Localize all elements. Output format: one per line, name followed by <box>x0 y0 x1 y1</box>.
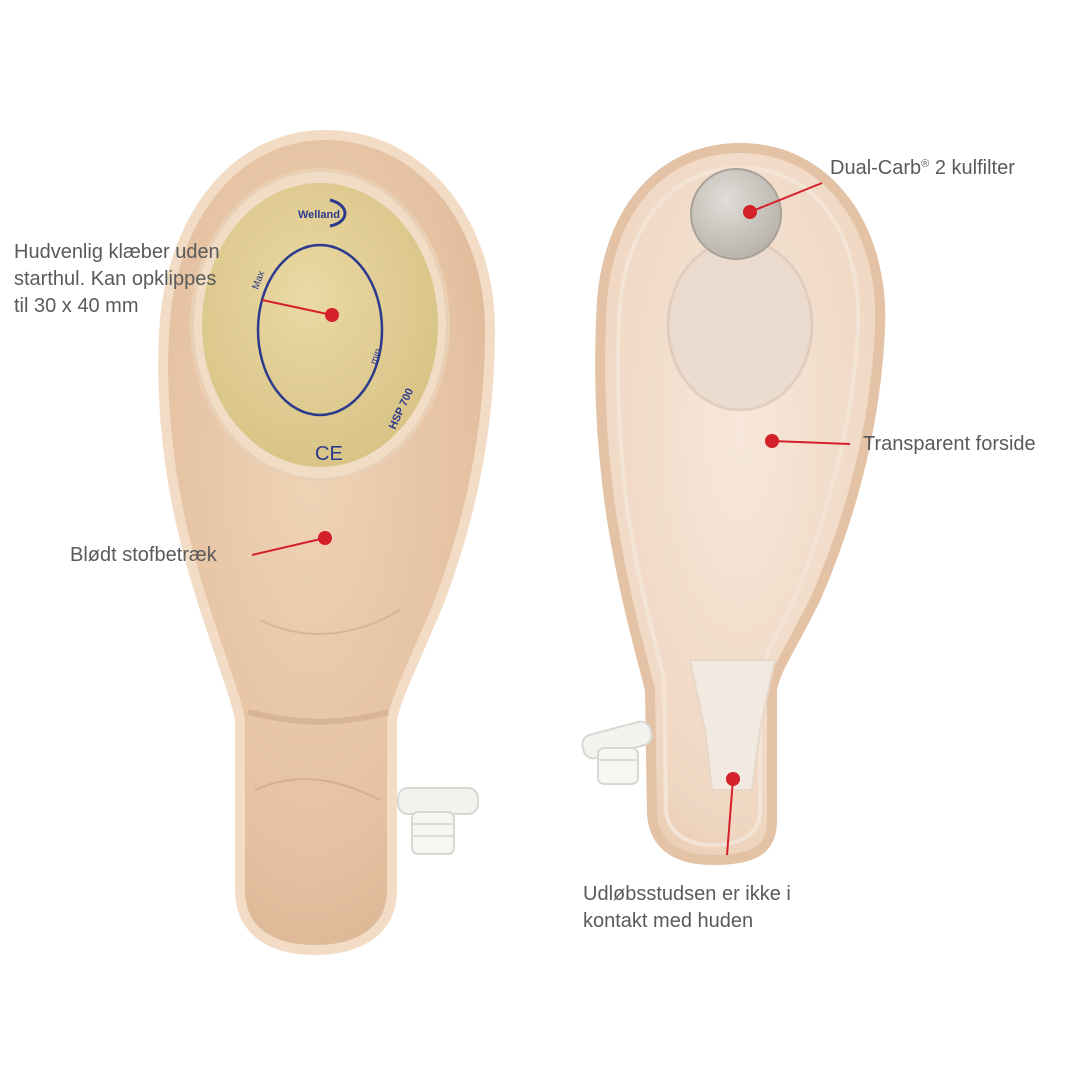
callout-line-front <box>771 440 851 445</box>
adhesive-wafer <box>202 183 438 467</box>
label-filter: Dual-Carb® 2 kulfilter <box>830 151 1015 182</box>
drain-cap-icon <box>581 720 653 785</box>
callout-line-adhesive <box>261 299 333 316</box>
red-dot-icon <box>726 772 740 786</box>
red-dot-icon <box>318 531 332 545</box>
callout-line-fabric <box>251 537 326 556</box>
pouch-back-crease <box>254 778 381 801</box>
pouch-back-fold <box>259 609 401 635</box>
brand-logo-swoosh <box>329 198 347 228</box>
red-dot-icon <box>325 308 339 322</box>
red-dot-icon <box>743 205 757 219</box>
pouch-front-view <box>581 142 886 866</box>
ce-mark: CE <box>315 443 343 465</box>
red-dot-icon <box>765 434 779 448</box>
outlet-spout <box>688 659 777 791</box>
label-fabric: Blødt stofbetræk <box>70 544 217 566</box>
annotations <box>251 182 851 856</box>
label-adhesive: Hudvenlig klæber uden starthul. Kan opkl… <box>14 241 220 317</box>
label-filter-reg: ® <box>921 158 930 170</box>
pouch-front-inner <box>616 165 861 848</box>
label-front: Transparent forside <box>863 433 1036 455</box>
drain-cap-icon <box>397 787 479 855</box>
charcoal-filter-disc <box>690 168 782 260</box>
label-outlet: Udløbsstudsen er ikke i kontakt med hude… <box>583 883 791 932</box>
brand-logo-text: Welland <box>298 209 340 221</box>
cutting-guide-ring <box>256 243 384 417</box>
label-filter-suffix: 2 kulfilter <box>929 157 1015 179</box>
callout-line-outlet <box>726 778 734 856</box>
callout-line-filter <box>749 182 823 213</box>
inner-wafer-shadow <box>666 238 814 412</box>
pouch-back-seam <box>247 709 389 725</box>
label-filter-prefix: Dual-Carb <box>830 157 922 179</box>
ring-mark-min: min <box>368 347 384 366</box>
